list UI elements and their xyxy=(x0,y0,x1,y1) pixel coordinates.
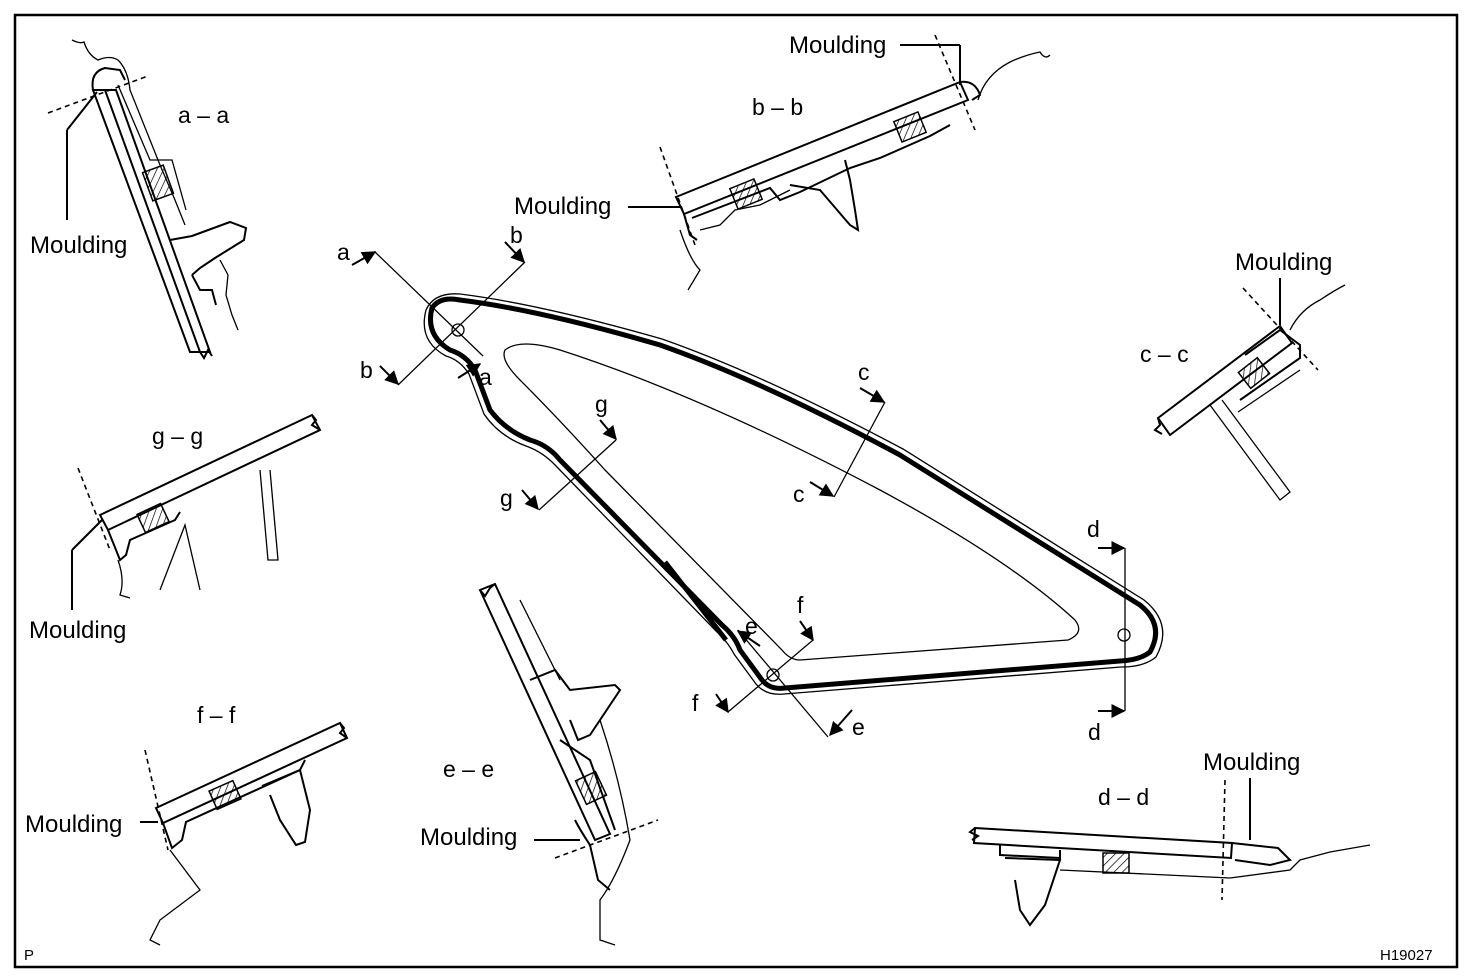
moulding-label-e-e: Moulding xyxy=(420,824,517,851)
section-e-e: e – e Moulding xyxy=(420,582,659,946)
section-title-b-b: b – b xyxy=(752,94,803,120)
cutting-lines xyxy=(351,241,1126,738)
section-d-d: d – d Moulding xyxy=(968,749,1371,927)
figure-id: H19027 xyxy=(1380,947,1433,964)
quarter-window-glass xyxy=(423,293,1164,695)
moulding-label-b-b-top: Moulding xyxy=(789,32,886,59)
moulding-label-d-d: Moulding xyxy=(1203,749,1300,776)
moulding-label-b-b-bottom: Moulding xyxy=(514,193,611,220)
figure-frame xyxy=(13,13,1459,969)
moulding-label-f-f: Moulding xyxy=(25,811,122,838)
cut-label-g-top: g xyxy=(595,391,608,417)
moulding-label-c-c: Moulding xyxy=(1235,249,1332,276)
moulding-label-g-g: Moulding xyxy=(29,617,126,644)
section-title-g-g: g – g xyxy=(152,423,203,449)
cut-label-c-bottom: c xyxy=(793,481,805,507)
cut-label-b-bottom: b xyxy=(360,357,373,383)
section-title-e-e: e – e xyxy=(443,756,494,782)
section-f-f: f – f Moulding xyxy=(25,702,349,946)
section-title-a-a: a – a xyxy=(178,102,229,128)
section-c-c: c – c Moulding xyxy=(1140,249,1346,501)
section-title-f-f: f – f xyxy=(197,702,236,728)
cut-label-e-top: e xyxy=(745,613,758,639)
section-b-b: b – b Moulding Moulding xyxy=(514,32,1051,291)
cut-label-f-top: f xyxy=(797,592,804,618)
cut-label-b-top: b xyxy=(510,222,523,248)
page-code: P xyxy=(24,947,34,964)
section-title-d-d: d – d xyxy=(1098,784,1149,810)
cut-label-e-bottom: e xyxy=(852,714,865,740)
cut-label-a-top: a xyxy=(337,239,350,265)
cut-label-d-top: d xyxy=(1087,516,1100,542)
cut-label-f-bottom: f xyxy=(692,690,699,716)
section-a-a: a – a Moulding xyxy=(30,39,248,360)
section-g-g: g – g Moulding xyxy=(29,413,322,644)
moulding-label-a-a: Moulding xyxy=(30,232,127,259)
cut-label-c-top: c xyxy=(858,359,870,385)
cut-label-a-bottom: a xyxy=(479,364,492,390)
section-title-c-c: c – c xyxy=(1140,341,1189,367)
cut-label-g-bottom: g xyxy=(500,485,513,511)
cut-label-d-bottom: d xyxy=(1088,719,1101,745)
